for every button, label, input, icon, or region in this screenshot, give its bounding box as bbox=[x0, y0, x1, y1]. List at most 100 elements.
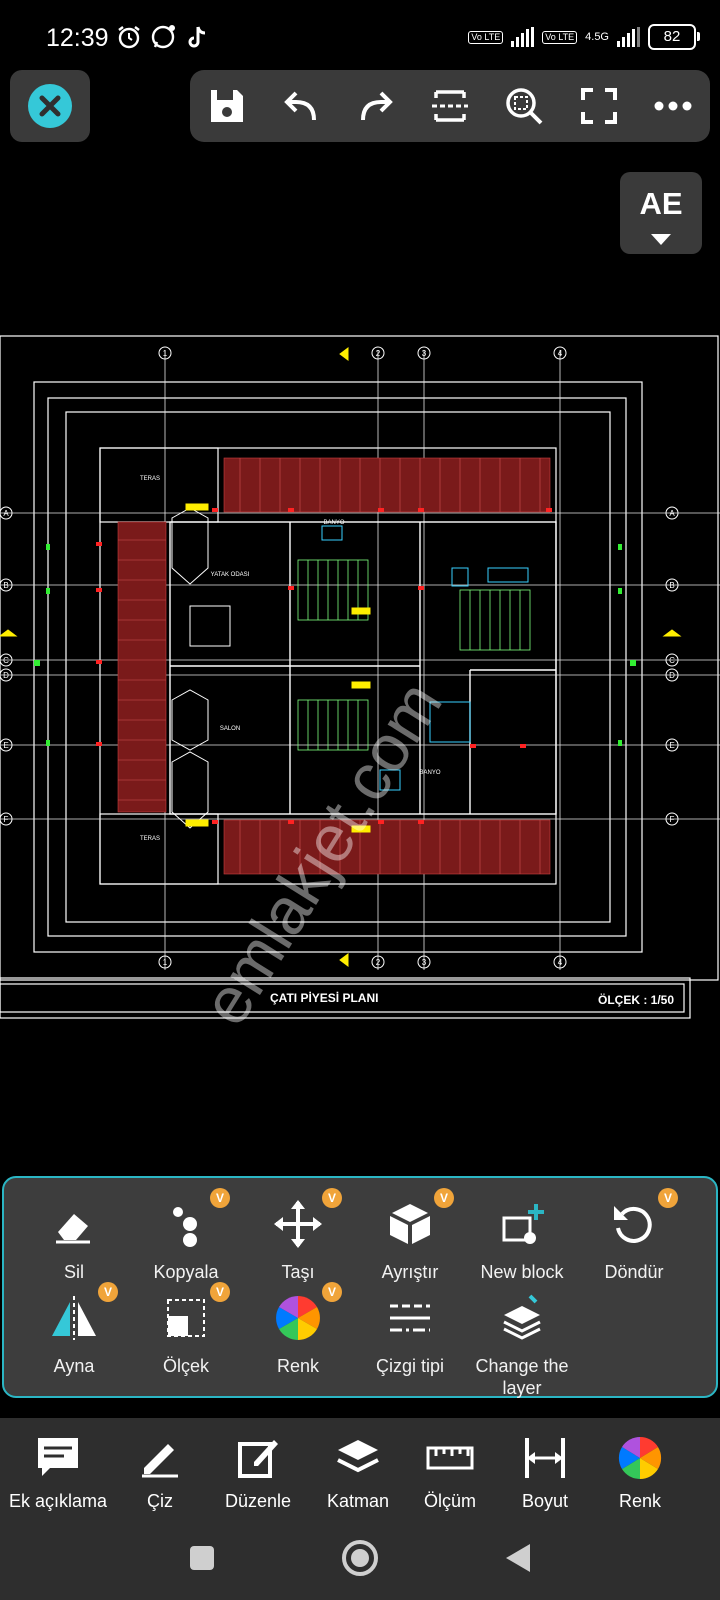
tool-label: Renk bbox=[276, 1356, 320, 1376]
grid-label-f-right: F bbox=[670, 815, 675, 824]
tiktok-icon bbox=[188, 26, 206, 48]
grid-label-c-right: C bbox=[669, 656, 675, 665]
signal-icon-2 bbox=[617, 27, 640, 47]
grid-label-a-right: A bbox=[669, 509, 675, 518]
volte-badge: Vo LTE bbox=[468, 30, 504, 44]
select-area-button[interactable] bbox=[422, 78, 478, 134]
dimension-icon bbox=[525, 1438, 565, 1478]
whatsapp-icon bbox=[151, 25, 175, 49]
eraser-icon bbox=[56, 1214, 90, 1244]
close-icon bbox=[39, 95, 61, 117]
measure-button[interactable]: Ölçüm bbox=[416, 1434, 484, 1512]
tool-change-layer-button[interactable]: Change the layer bbox=[466, 1292, 578, 1399]
mirror-icon bbox=[52, 1296, 96, 1340]
premium-badge: V bbox=[98, 1282, 118, 1302]
undo-button[interactable] bbox=[273, 78, 329, 134]
linetype-icon bbox=[390, 1304, 430, 1332]
drawing-scale: ÖLÇEK : 1/50 bbox=[598, 992, 674, 1007]
back-button[interactable] bbox=[504, 1542, 532, 1574]
bottom-label: Boyut bbox=[521, 1491, 569, 1511]
layers-button[interactable]: Katman bbox=[316, 1434, 400, 1512]
annotation-icon bbox=[38, 1438, 78, 1476]
explode-icon bbox=[390, 1204, 430, 1244]
ruler-icon bbox=[426, 1446, 474, 1470]
room-label-teras-top: TERAS bbox=[140, 476, 160, 482]
tool-label: Ölçek bbox=[162, 1356, 209, 1376]
tool-label: Çizgi tipi bbox=[375, 1356, 445, 1376]
edit-button[interactable]: Düzenle bbox=[218, 1434, 298, 1512]
grid-label-1: 1 bbox=[163, 349, 168, 358]
status-time: 12:39 bbox=[46, 24, 109, 52]
tool-ayna-button[interactable]: V Ayna bbox=[18, 1282, 130, 1377]
bottom-label: Ek açıklama bbox=[8, 1491, 108, 1511]
grid-label-f: F bbox=[4, 815, 9, 824]
tool-label: Change the layer bbox=[475, 1356, 569, 1398]
status-bar: 12:39 Vo LTE Vo LTE 4.5G 82 bbox=[0, 0, 720, 64]
bottom-toolbar: Ek açıklama Çiz Düzenle Katman Ölçüm Boy… bbox=[0, 1418, 720, 1528]
fullscreen-button[interactable] bbox=[571, 78, 627, 134]
tool-new-block-button[interactable]: New block bbox=[466, 1198, 578, 1283]
dimension-button[interactable]: Boyut bbox=[514, 1434, 576, 1512]
new-block-icon bbox=[502, 1204, 544, 1244]
bottom-label: Çiz bbox=[147, 1491, 173, 1511]
room-label-banyo-bottom: BANYO bbox=[419, 770, 440, 776]
tool-label: Kopyala bbox=[153, 1262, 219, 1282]
more-button[interactable] bbox=[645, 78, 701, 134]
home-button[interactable] bbox=[340, 1538, 380, 1578]
annotation-button[interactable]: Ek açıklama bbox=[8, 1434, 108, 1512]
save-button[interactable] bbox=[199, 78, 255, 134]
text-style-button[interactable]: AE bbox=[620, 172, 702, 254]
recents-button[interactable] bbox=[188, 1544, 216, 1572]
network-type: 4.5G bbox=[585, 31, 609, 43]
tool-ayristir-button[interactable]: V Ayrıştır bbox=[354, 1188, 466, 1283]
color-wheel-icon bbox=[276, 1296, 320, 1340]
tool-renk-button[interactable]: V Renk bbox=[242, 1282, 354, 1377]
text-style-label: AE bbox=[639, 186, 683, 221]
close-button[interactable] bbox=[28, 84, 72, 128]
layers-icon bbox=[337, 1440, 379, 1473]
premium-badge: V bbox=[434, 1188, 454, 1208]
grid-label-c: C bbox=[3, 656, 9, 665]
volte-badge-2: Vo LTE bbox=[542, 30, 578, 44]
grid-label-e-right: E bbox=[669, 741, 674, 750]
zoom-button[interactable] bbox=[496, 78, 552, 134]
grid-label-1-bottom: 1 bbox=[163, 958, 168, 967]
edit-icon bbox=[238, 1440, 278, 1478]
cad-drawing-canvas[interactable]: 1 2 3 4 1 2 3 4 A B C D E F A B C D E F … bbox=[0, 330, 720, 1060]
more-icon bbox=[654, 101, 692, 111]
bottom-label: Katman bbox=[326, 1491, 390, 1511]
tool-kopyala-button[interactable]: V Kopyala bbox=[130, 1188, 242, 1283]
tool-label: Ayrıştır bbox=[381, 1262, 439, 1282]
tool-cizgi-tipi-button[interactable]: Çizgi tipi bbox=[354, 1292, 466, 1377]
bottom-label: Renk bbox=[618, 1491, 662, 1511]
grid-label-3-bottom: 3 bbox=[422, 958, 427, 967]
change-layer-icon bbox=[503, 1294, 541, 1340]
battery-icon: 82 bbox=[648, 24, 700, 50]
tool-label: Ayna bbox=[53, 1356, 95, 1376]
tool-sil-button[interactable]: Sil bbox=[18, 1198, 130, 1283]
color-button[interactable]: Renk bbox=[610, 1434, 670, 1512]
grid-label-d: D bbox=[3, 671, 9, 680]
room-label-salon: SALON bbox=[220, 726, 240, 732]
tool-tasi-button[interactable]: V Taşı bbox=[242, 1188, 354, 1283]
tool-olcek-button[interactable]: V Ölçek bbox=[130, 1282, 242, 1377]
drawing-title: ÇATI PİYESİ PLANI bbox=[270, 990, 378, 1005]
tool-dondur-button[interactable]: V Döndür bbox=[578, 1188, 690, 1283]
draw-button[interactable]: Çiz bbox=[130, 1434, 190, 1512]
grid-label-e: E bbox=[3, 741, 8, 750]
pencil-icon bbox=[142, 1444, 178, 1478]
grid-label-2-bottom: 2 bbox=[376, 958, 381, 967]
color-wheel-icon bbox=[618, 1436, 662, 1480]
grid-label-4: 4 bbox=[558, 349, 563, 358]
fullscreen-icon bbox=[580, 88, 617, 124]
close-panel bbox=[10, 70, 90, 142]
alarm-icon bbox=[118, 26, 140, 49]
tool-label: Döndür bbox=[604, 1262, 664, 1282]
grid-label-4-bottom: 4 bbox=[558, 958, 563, 967]
grid-label-b-right: B bbox=[669, 581, 674, 590]
redo-button[interactable] bbox=[348, 78, 404, 134]
room-label-teras-bottom: TERAS bbox=[140, 836, 160, 842]
save-icon bbox=[211, 90, 244, 122]
room-label-banyo-top: BANYO bbox=[323, 520, 344, 526]
move-icon bbox=[274, 1200, 322, 1248]
